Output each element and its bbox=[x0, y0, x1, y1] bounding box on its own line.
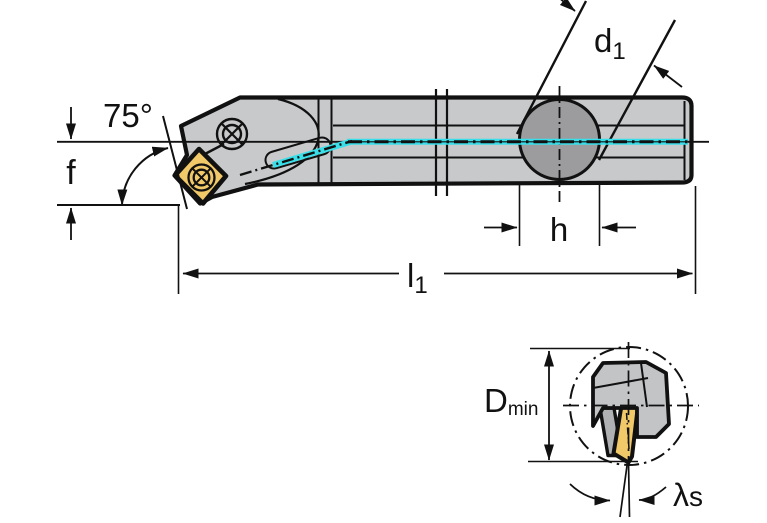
label-dmin: Dmin bbox=[484, 382, 538, 420]
label-h: h bbox=[550, 211, 568, 248]
label-lead-angle: 75° bbox=[103, 97, 153, 134]
lead-angle-dimension bbox=[117, 115, 188, 210]
l1-dimension bbox=[177, 186, 697, 294]
lambda-s-dimension bbox=[569, 461, 667, 518]
section-insert bbox=[611, 403, 640, 465]
head-screw-icon bbox=[202, 117, 249, 157]
coolant-channel bbox=[239, 138, 688, 177]
section-detail-view: Dmin λs bbox=[484, 342, 703, 518]
label-l1: l1 bbox=[407, 257, 428, 299]
d1-extension-lines bbox=[515, 0, 677, 161]
dmin-dimension bbox=[528, 347, 638, 463]
d1-dimension bbox=[559, 0, 683, 88]
f-dimension bbox=[57, 107, 180, 240]
insert-corner-dot bbox=[208, 158, 214, 164]
indexable-insert bbox=[172, 146, 229, 206]
section-body bbox=[591, 360, 671, 439]
head-transition-curve bbox=[244, 97, 320, 186]
tool-body bbox=[172, 95, 694, 206]
label-d1: d1 bbox=[594, 22, 626, 65]
h-dimension bbox=[484, 184, 636, 246]
coolant-outlet-slot bbox=[264, 136, 332, 170]
coolant-diagonal-centerline bbox=[239, 139, 353, 177]
section-centerlines bbox=[563, 342, 699, 461]
insert-screw-icon bbox=[187, 163, 216, 192]
label-f: f bbox=[66, 154, 76, 192]
label-lambda-s: λs bbox=[673, 477, 703, 513]
main-view-boring-bar: 75° f d1 h l1 bbox=[57, 0, 709, 299]
